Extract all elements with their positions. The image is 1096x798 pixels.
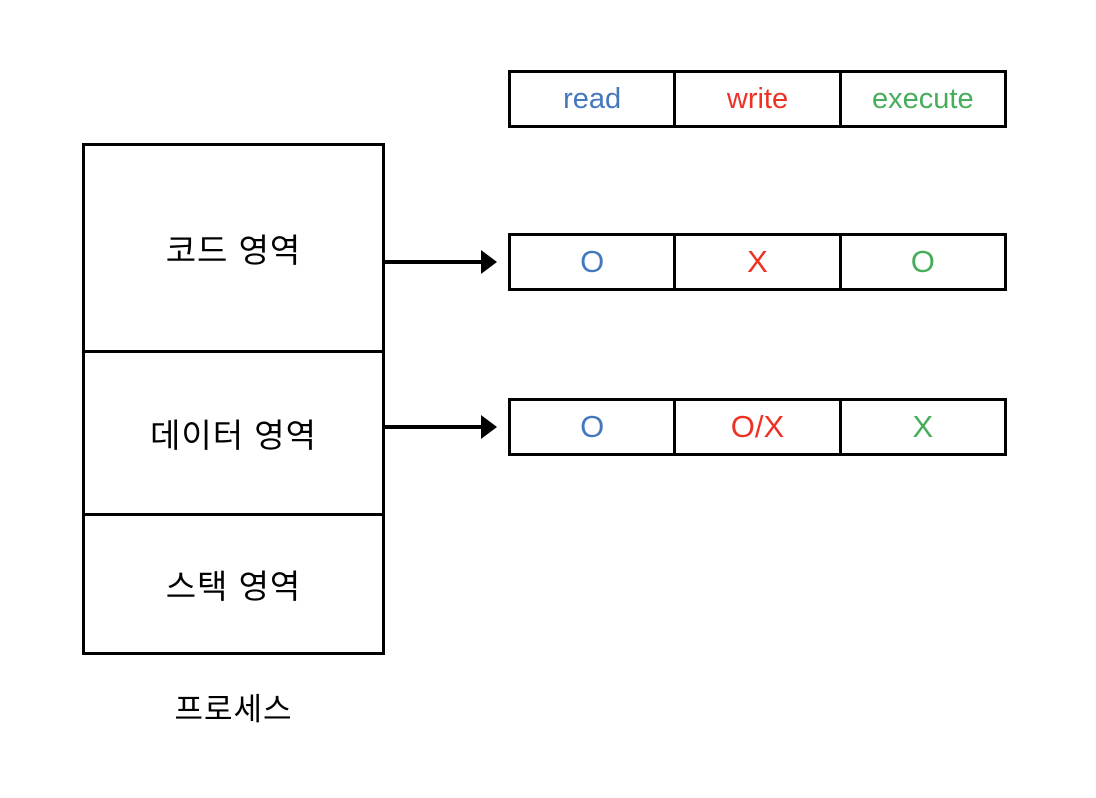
arrow-shaft	[385, 425, 481, 429]
arrow-code-to-permissions	[385, 250, 497, 274]
process-memory-box: 코드 영역 데이터 영역 스택 영역	[82, 143, 385, 655]
memory-section-code: 코드 영역	[85, 146, 382, 350]
memory-section-stack: 스택 영역	[85, 513, 382, 652]
data-execute-value: X	[838, 401, 1004, 453]
process-caption: 프로세스	[174, 692, 293, 727]
code-write-value: X	[673, 236, 838, 288]
memory-section-stack-label: 스택 영역	[165, 568, 302, 605]
arrow-data-to-permissions	[385, 415, 497, 439]
memory-section-data: 데이터 영역	[85, 350, 382, 513]
permission-row-data: O O/X X	[508, 398, 1007, 456]
arrow-head-icon	[481, 250, 497, 274]
permission-header-table: read write execute	[508, 70, 1007, 128]
header-cell-write: write	[673, 73, 838, 125]
permission-row-code: O X O	[508, 233, 1007, 291]
memory-section-code-label: 코드 영역	[165, 232, 302, 269]
data-read-value: O	[580, 409, 605, 444]
code-read-value: O	[580, 244, 605, 279]
header-cell-execute: execute	[838, 73, 1004, 125]
arrow-shaft	[385, 260, 481, 264]
memory-section-data-label: 데이터 영역	[150, 417, 317, 454]
header-cell-read: read	[563, 82, 622, 115]
arrow-head-icon	[481, 415, 497, 439]
data-write-value: O/X	[673, 401, 838, 453]
code-execute-value: O	[838, 236, 1004, 288]
